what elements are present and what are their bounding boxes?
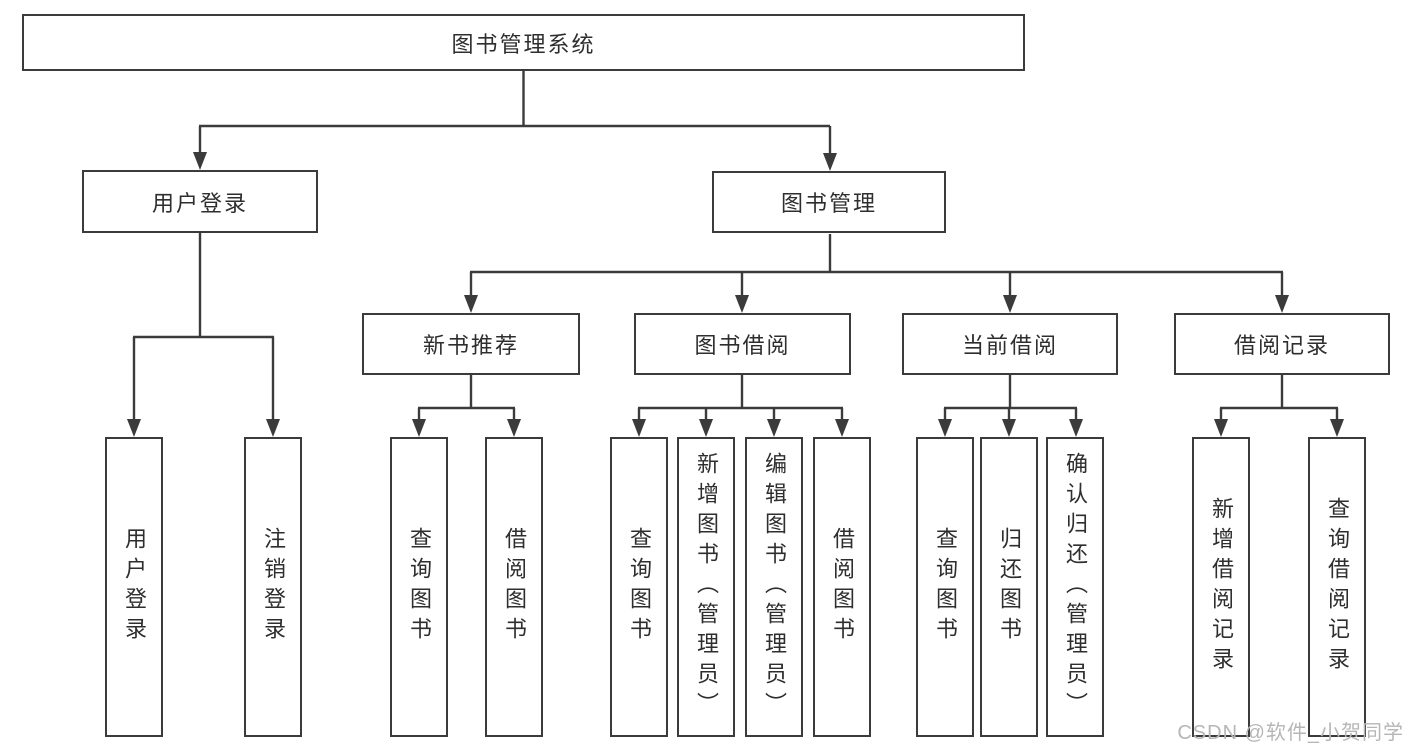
leaf-add-books-admin-label: 新增图书（管理员） [694,452,719,722]
leaf-logout-label: 注销登录 [261,527,286,647]
leaf-query-books-borrow: 查询图书 [610,437,668,737]
node-book-management: 图书管理 [712,171,946,233]
node-book-management-label: 图书管理 [780,191,877,216]
node-library-management-system: 图书管理系统 [22,14,1025,71]
leaf-borrow-books-label: 借阅图书 [830,527,855,647]
leaf-query-books-borrow-label: 查询图书 [627,527,652,647]
node-current-borrow: 当前借阅 [902,313,1118,375]
node-library-management-system-label: 图书管理系统 [451,31,596,57]
leaf-query-books-current-label: 查询图书 [933,527,958,647]
node-book-borrow-label: 图书借阅 [694,333,791,358]
leaf-user-login-label: 用户登录 [122,527,147,647]
node-borrow-records: 借阅记录 [1174,313,1390,375]
leaf-borrow-books: 借阅图书 [813,437,871,737]
leaf-query-borrow-record-label: 查询借阅记录 [1325,497,1350,677]
leaf-query-books-recommend-label: 查询图书 [407,527,432,647]
leaf-confirm-return-admin-label: 确认归还（管理员） [1063,452,1088,722]
leaf-borrow-books-recommend: 借阅图书 [485,437,543,737]
leaf-query-books-recommend: 查询图书 [390,437,448,737]
leaf-return-books-label: 归还图书 [997,527,1022,647]
leaf-edit-books-admin: 编辑图书（管理员） [745,437,803,737]
leaf-user-login: 用户登录 [105,437,163,737]
node-book-borrow: 图书借阅 [634,313,851,375]
node-borrow-records-label: 借阅记录 [1233,333,1330,358]
leaf-logout: 注销登录 [244,437,302,737]
leaf-add-books-admin: 新增图书（管理员） [677,437,735,737]
leaf-return-books: 归还图书 [980,437,1038,737]
leaf-add-borrow-record-label: 新增借阅记录 [1209,497,1234,677]
node-user-login-label: 用户登录 [151,190,248,216]
watermark: CSDN @软件_小贺同学 [1177,722,1404,744]
node-user-login: 用户登录 [82,170,318,233]
node-current-borrow-label: 当前借阅 [961,333,1058,358]
leaf-query-books-current: 查询图书 [916,437,974,737]
leaf-borrow-books-recommend-label: 借阅图书 [502,527,527,647]
leaf-confirm-return-admin: 确认归还（管理员） [1046,437,1104,737]
leaf-query-borrow-record: 查询借阅记录 [1308,437,1366,737]
node-new-book-recommend-label: 新书推荐 [422,333,519,358]
node-new-book-recommend: 新书推荐 [362,313,580,375]
leaf-add-borrow-record: 新增借阅记录 [1192,437,1250,737]
leaf-edit-books-admin-label: 编辑图书（管理员） [762,452,787,722]
